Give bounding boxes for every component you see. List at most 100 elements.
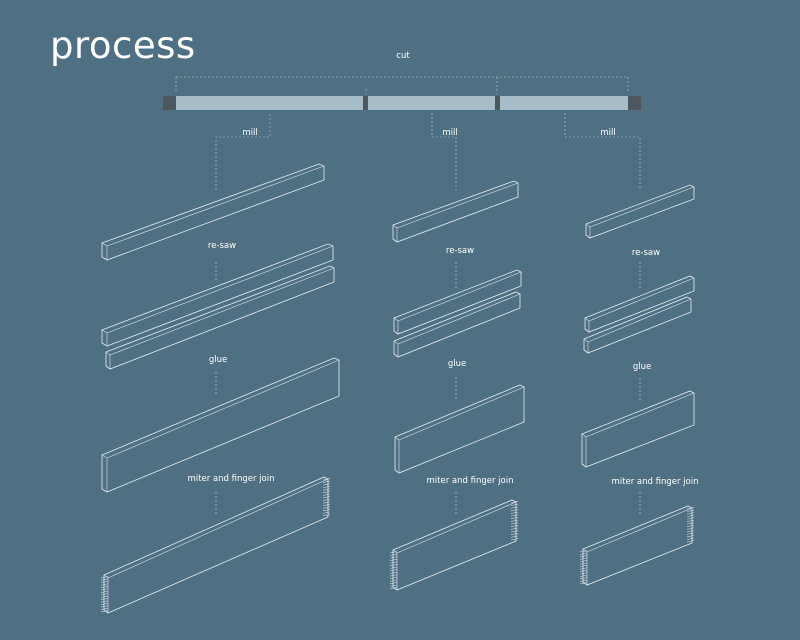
finger-joint-mark	[510, 514, 519, 517]
resawn-boards-left	[101, 243, 335, 370]
finger-joint-mark	[100, 602, 109, 605]
finger-joint-mark	[579, 565, 588, 568]
finger-joint-mark	[100, 593, 109, 596]
cut-bracket	[175, 76, 629, 94]
finger-joint-mark	[686, 537, 695, 540]
join-label-middle: miter and finger join	[426, 476, 514, 486]
finger-joint-mark	[322, 483, 331, 486]
finger-joint-mark	[389, 551, 398, 554]
raw-board	[163, 96, 641, 110]
finger-joint-mark	[510, 530, 519, 533]
finger-joint-mark	[322, 506, 331, 509]
finger-joint-mark	[510, 519, 519, 522]
finger-joint-mark	[686, 535, 695, 538]
finger-joint-mark	[579, 572, 588, 575]
finger-joint-mark	[686, 507, 695, 510]
finger-joint-mark	[510, 503, 519, 506]
glued-panel-right	[581, 390, 695, 468]
finger-joint-mark	[389, 574, 398, 577]
milled-board-left	[101, 163, 325, 261]
finger-joint-mark	[389, 576, 398, 579]
finger-joint-mark	[100, 581, 109, 584]
glue-label-right: glue	[632, 362, 652, 372]
finger-joint-mark	[389, 564, 398, 567]
finger-joint-mark	[389, 558, 398, 561]
resaw-label-left: re-saw	[207, 241, 237, 251]
page-title: process	[50, 24, 196, 67]
finger-joint-mark	[389, 566, 398, 569]
finger-joint-mark	[686, 527, 695, 530]
finger-joint-mark	[100, 595, 109, 598]
finger-joint-mark	[100, 600, 109, 603]
milled-board-middle	[392, 180, 519, 243]
finger-joint-mark	[389, 556, 398, 559]
join-label-right: miter and finger join	[611, 477, 699, 487]
mill-brackets	[215, 113, 641, 190]
finger-joint-mark	[686, 530, 695, 533]
finger-joint-mark	[100, 576, 109, 579]
finger-joint-mark	[579, 577, 588, 580]
finger-joint-mark	[686, 512, 695, 515]
finger-joint-mark	[100, 610, 109, 613]
finger-joint-mark	[100, 583, 109, 586]
finger-joint-mark	[389, 553, 398, 556]
finger-joint-mark	[389, 571, 398, 574]
finger-joint-mark	[322, 488, 331, 491]
finger-joint-mark	[389, 579, 398, 582]
finger-joint-mark	[322, 498, 331, 501]
finger-joint-mark	[510, 522, 519, 525]
mill-label-right: mill	[600, 128, 616, 138]
finger-joint-mark	[686, 540, 695, 543]
finger-joint-mark	[389, 582, 398, 585]
finger-joint-mark	[389, 587, 398, 590]
finger-joint-mark	[686, 525, 695, 528]
finger-joint-mark	[579, 574, 588, 577]
finger-joint-mark	[100, 590, 109, 593]
finger-joint-mark	[579, 555, 588, 558]
finger-joint-mark	[579, 552, 588, 555]
step-connectors	[215, 262, 641, 516]
joined-panel-middle	[389, 499, 519, 591]
finger-joint-mark	[322, 501, 331, 504]
finger-joint-mark	[579, 560, 588, 563]
finger-joint-mark	[686, 517, 695, 520]
finger-joint-mark	[322, 480, 331, 483]
milled-board-right	[585, 184, 695, 239]
finger-joint-mark	[322, 503, 331, 506]
finger-joint-mark	[510, 501, 519, 504]
finger-joint-mark	[579, 550, 588, 553]
finger-joint-mark	[510, 535, 519, 538]
finger-joint-mark	[322, 511, 331, 514]
finger-joint-mark	[389, 569, 398, 572]
cut-label: cut	[396, 51, 410, 61]
finger-joint-mark	[100, 598, 109, 601]
finger-joint-mark	[510, 532, 519, 535]
finger-joint-mark	[579, 579, 588, 582]
finger-joint-mark	[389, 584, 398, 587]
finger-joint-mark	[579, 557, 588, 560]
finger-joint-mark	[686, 532, 695, 535]
finger-joint-mark	[322, 493, 331, 496]
finger-joint-mark	[322, 491, 331, 494]
finger-joint-mark	[686, 522, 695, 525]
finger-joint-mark	[322, 478, 331, 481]
finger-joint-mark	[389, 561, 398, 564]
finger-joint-mark	[686, 514, 695, 517]
finger-joint-mark	[322, 496, 331, 499]
finger-joint-mark	[510, 525, 519, 528]
glued-panel-left	[101, 357, 340, 493]
finger-joint-mark	[100, 605, 109, 608]
resaw-label-middle: re-saw	[445, 246, 475, 256]
finger-joint-mark	[100, 585, 109, 588]
join-label-left: miter and finger join	[187, 474, 275, 484]
glued-panel-middle	[394, 384, 525, 474]
finger-joint-mark	[579, 562, 588, 565]
finger-joint-mark	[322, 509, 331, 512]
finger-joint-mark	[686, 519, 695, 522]
glue-label-left: glue	[208, 355, 228, 365]
joined-panel-right	[579, 505, 695, 586]
finger-joint-mark	[686, 509, 695, 512]
finger-joint-mark	[322, 514, 331, 517]
